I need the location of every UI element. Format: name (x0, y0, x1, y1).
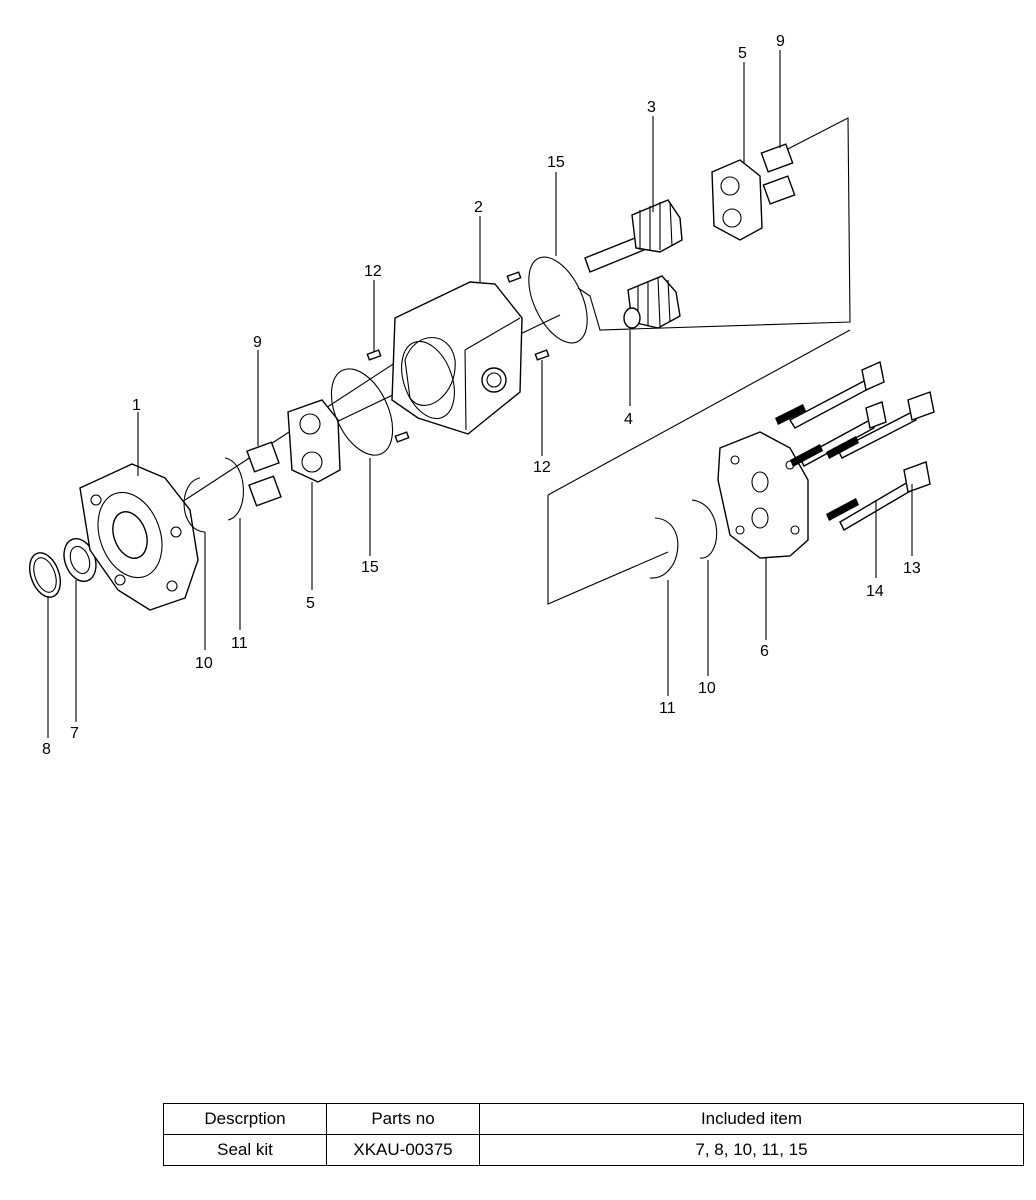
driven-gear-part-4 (623, 275, 681, 329)
callout-15-rear: 15 (547, 154, 565, 171)
exploded-parts-diagram: 1 2 3 4 5 5 6 7 8 9 9 10 10 11 11 12 12 … (28, 33, 935, 758)
leader-lines (47, 50, 913, 738)
callout-11-front: 11 (231, 635, 248, 652)
callout-3: 3 (647, 99, 656, 116)
seal-ring-part-11-front (224, 457, 244, 521)
pump-body-part-2 (391, 281, 523, 435)
callout-2: 2 (474, 199, 483, 216)
o-ring-part-15-front (330, 368, 394, 456)
callout-1: 1 (132, 397, 141, 414)
callout-labels: 1 2 3 4 5 5 6 7 8 9 9 10 10 11 11 12 12 … (42, 33, 921, 758)
table-header-row: Descrption Parts no Included item (163, 1103, 1024, 1135)
oil-seal-part-7 (63, 537, 97, 583)
table-row: Seal kit XKAU-00375 7, 8, 10, 11, 15 (163, 1134, 1024, 1166)
callout-13: 13 (903, 560, 921, 577)
backup-ring-part-10-rear (691, 499, 718, 559)
callout-12-bottom: 12 (533, 459, 551, 476)
snap-ring-part-8 (28, 552, 62, 598)
threads-part-14 (775, 404, 859, 521)
callout-9-rear: 9 (776, 33, 785, 50)
drive-gear-part-3 (584, 199, 683, 273)
side-plate-part-5-front (287, 399, 341, 483)
callout-8: 8 (42, 741, 51, 758)
rear-cover-part-6 (717, 431, 809, 559)
callout-5-rear: 5 (738, 45, 747, 62)
callout-10-front: 10 (195, 655, 213, 672)
callout-12-top: 12 (364, 263, 382, 280)
o-ring-part-15-rear (528, 256, 588, 344)
seal-ring-part-11-rear (649, 517, 679, 579)
header-included-item: Included item (479, 1103, 1024, 1135)
callout-6: 6 (760, 643, 769, 660)
side-plate-part-5-rear (711, 159, 763, 241)
callout-10-rear: 10 (698, 680, 716, 697)
bushing-part-9-rear (760, 143, 796, 205)
backup-ring-part-10-front (183, 477, 206, 533)
callout-7: 7 (70, 725, 79, 742)
header-parts-no: Parts no (326, 1103, 480, 1135)
callout-5-front: 5 (306, 595, 315, 612)
cell-description: Seal kit (163, 1134, 327, 1166)
callout-11-rear: 11 (659, 700, 676, 717)
dowel-pin-part-12 (366, 271, 550, 443)
callout-14: 14 (866, 583, 884, 600)
cell-included-item: 7, 8, 10, 11, 15 (479, 1134, 1024, 1166)
front-cover-part-1 (79, 463, 199, 611)
bushing-part-9-front (246, 441, 282, 507)
cell-parts-no: XKAU-00375 (326, 1134, 480, 1166)
callout-4: 4 (624, 411, 633, 428)
header-description: Descrption (163, 1103, 327, 1135)
callout-9-front: 9 (253, 334, 262, 351)
callout-15-front: 15 (361, 559, 379, 576)
seal-kit-table: Descrption Parts no Included item Seal k… (163, 1103, 1024, 1166)
